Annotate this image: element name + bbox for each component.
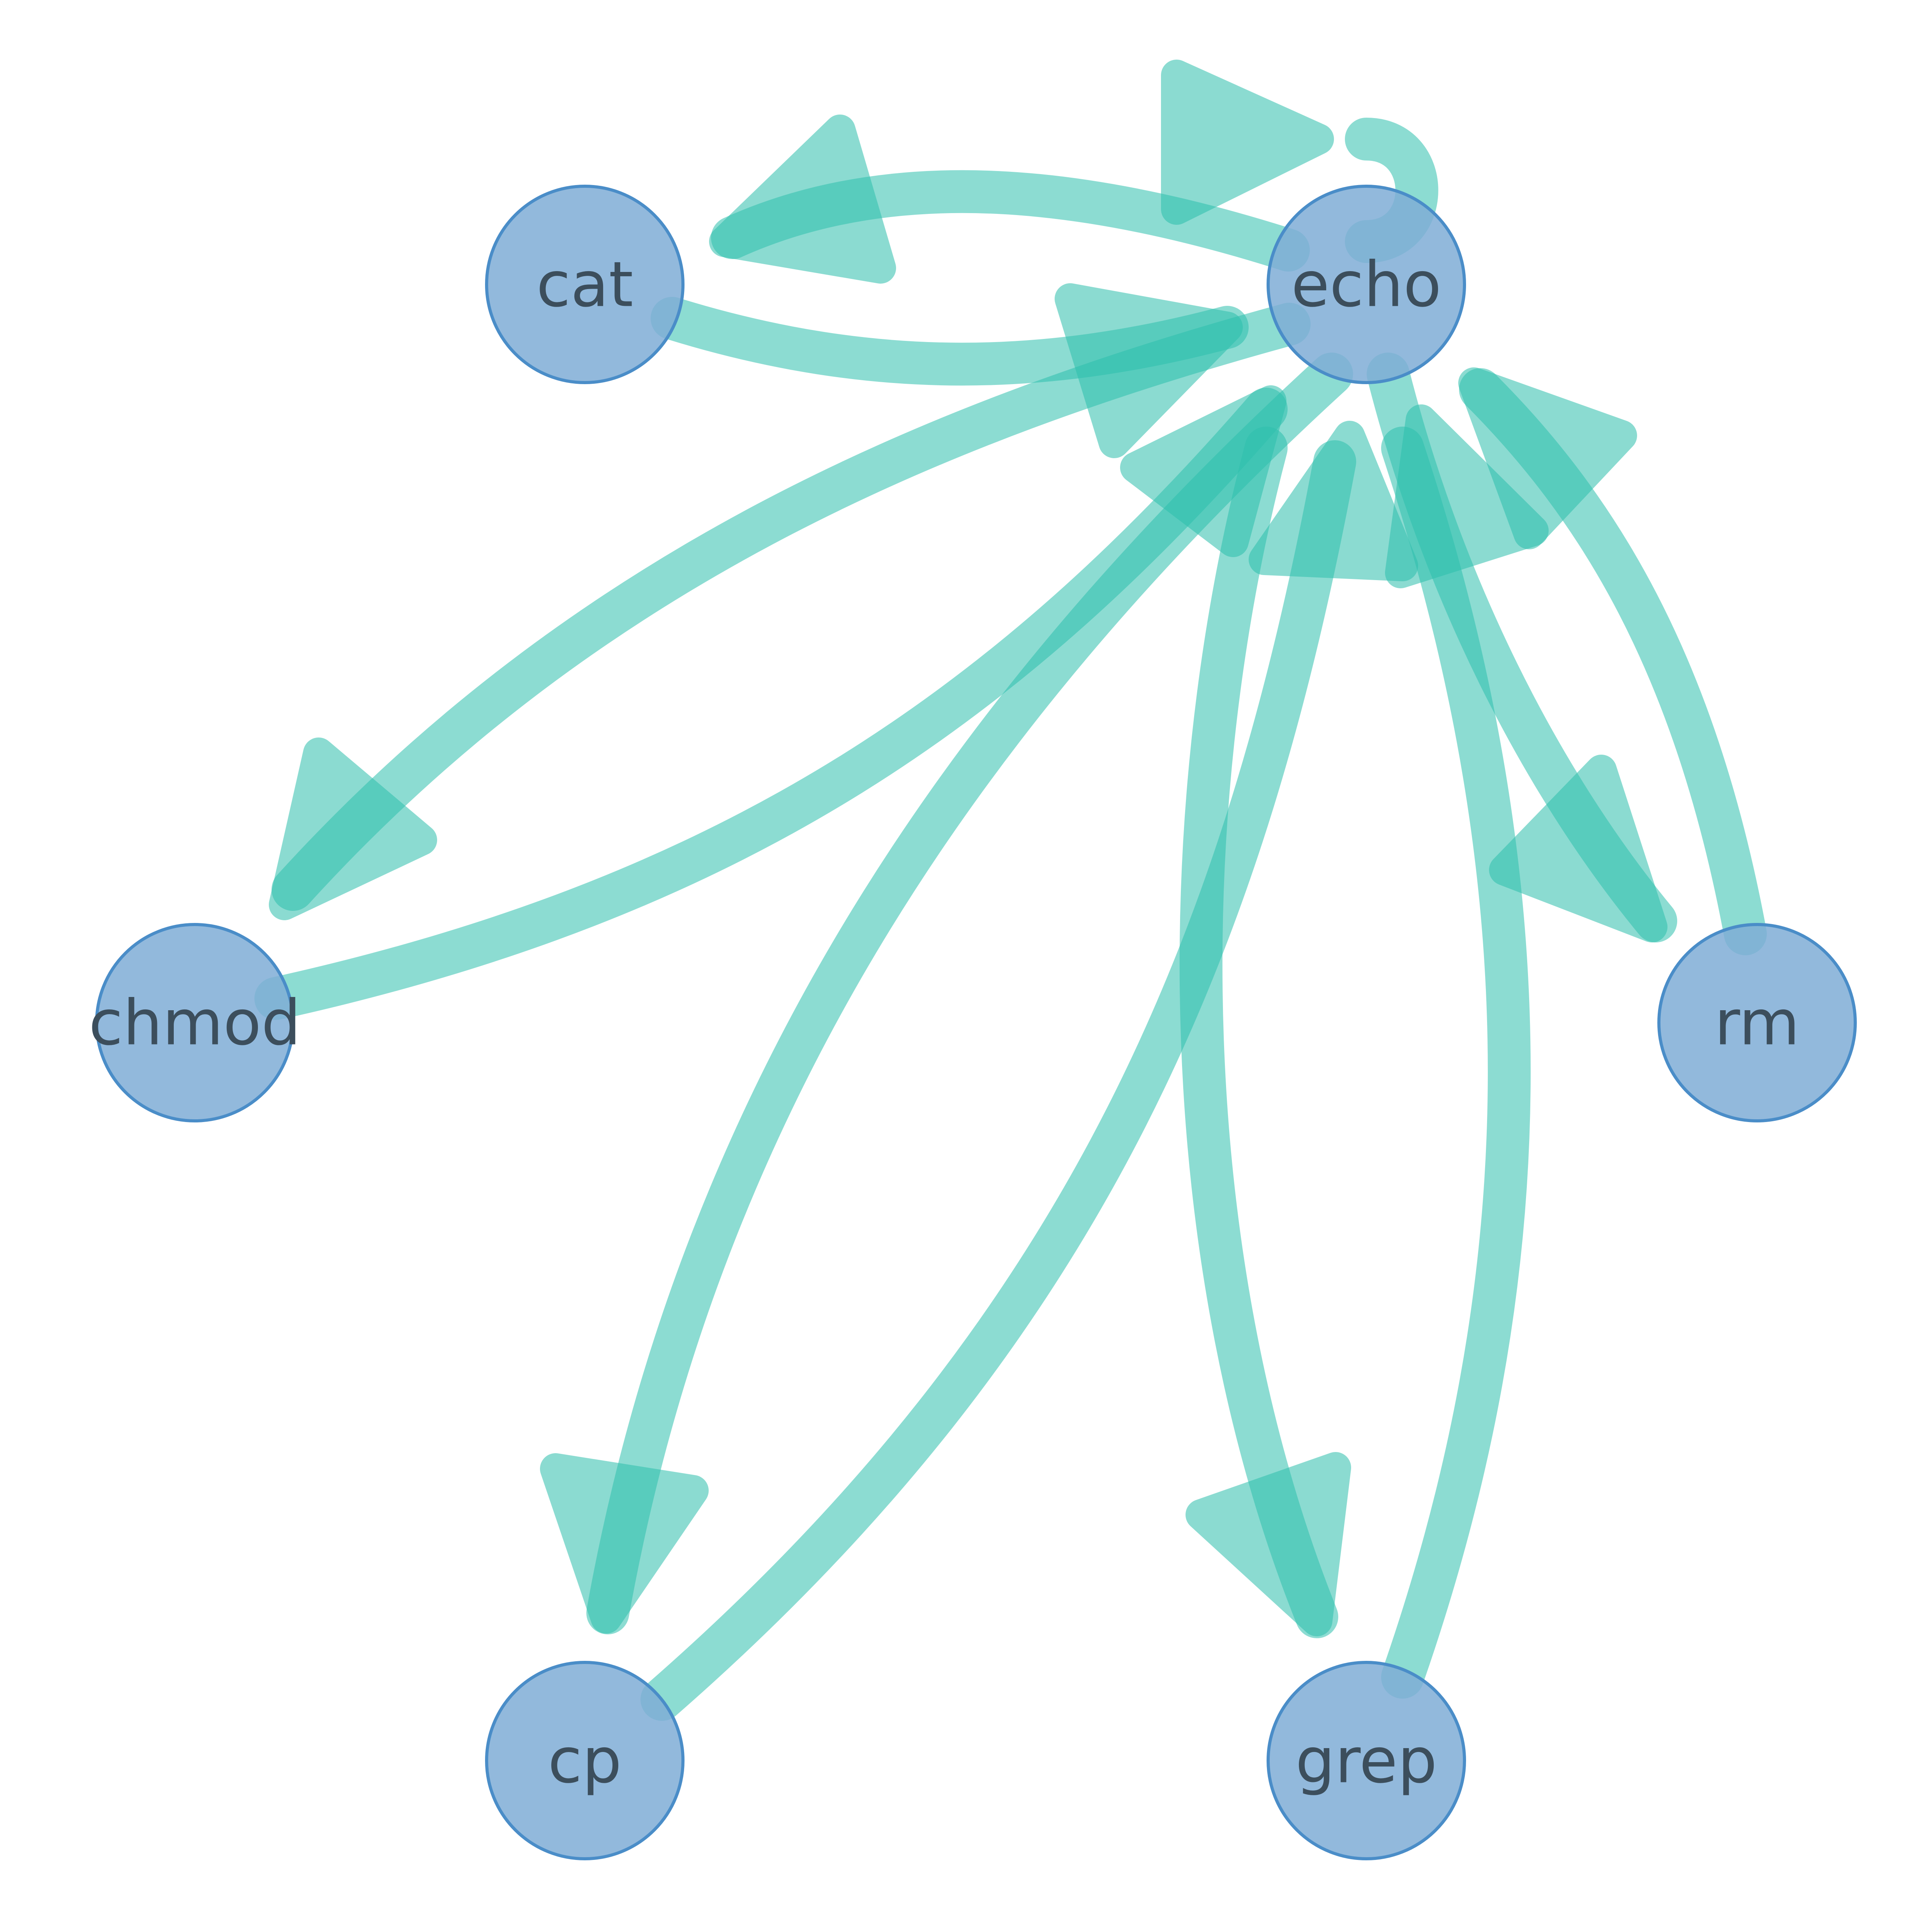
arrowhead <box>709 115 896 284</box>
arrowhead <box>269 738 437 920</box>
node-label: rm <box>1715 986 1800 1059</box>
edge-line <box>640 440 1356 1721</box>
node-label: chmod <box>89 986 301 1059</box>
node-label: echo <box>1291 248 1442 321</box>
arrowhead <box>1458 367 1637 549</box>
arrowhead <box>1249 421 1418 581</box>
node-circle[interactable] <box>95 923 295 1122</box>
node-circle[interactable] <box>1267 1661 1466 1860</box>
node-cat[interactable]: cat <box>485 185 685 384</box>
node-chmod[interactable]: chmod <box>89 923 301 1122</box>
node-cp[interactable]: cp <box>485 1661 685 1860</box>
edge-line <box>586 353 1353 1634</box>
edge-line <box>1381 427 1531 1699</box>
node-grep[interactable]: grep <box>1267 1661 1466 1860</box>
node-circle[interactable] <box>485 1661 685 1860</box>
node-label: grep <box>1295 1724 1437 1797</box>
edge-echo-to-rm <box>1367 353 1677 942</box>
edge-rm-to-echo <box>1458 367 1767 955</box>
node-echo[interactable]: echo <box>1267 185 1466 384</box>
edge-line <box>1179 427 1338 1638</box>
node-circle[interactable] <box>1657 923 1857 1122</box>
node-label: cp <box>548 1724 622 1797</box>
edge-echo-to-cp <box>540 353 1353 1634</box>
arrowhead <box>1489 755 1667 942</box>
edge-layer <box>254 60 1767 1721</box>
arrowhead <box>540 1453 709 1634</box>
arrowhead <box>1161 60 1334 225</box>
edge-line <box>272 303 1311 911</box>
node-label: cat <box>536 248 633 321</box>
edge-echo-to-cat <box>709 115 1310 284</box>
edge-cp-to-echo <box>640 421 1418 1721</box>
node-circle[interactable] <box>1267 185 1466 384</box>
arrowhead <box>1186 1452 1351 1636</box>
edge-chmod-to-echo <box>254 385 1288 1020</box>
edge-echo-to-chmod <box>269 303 1311 920</box>
edge-echo-to-grep <box>1179 427 1351 1638</box>
node-layer: echo cat chmod cp grep rm <box>89 185 1857 1860</box>
node-circle[interactable] <box>485 185 685 384</box>
node-rm[interactable]: rm <box>1657 923 1857 1122</box>
